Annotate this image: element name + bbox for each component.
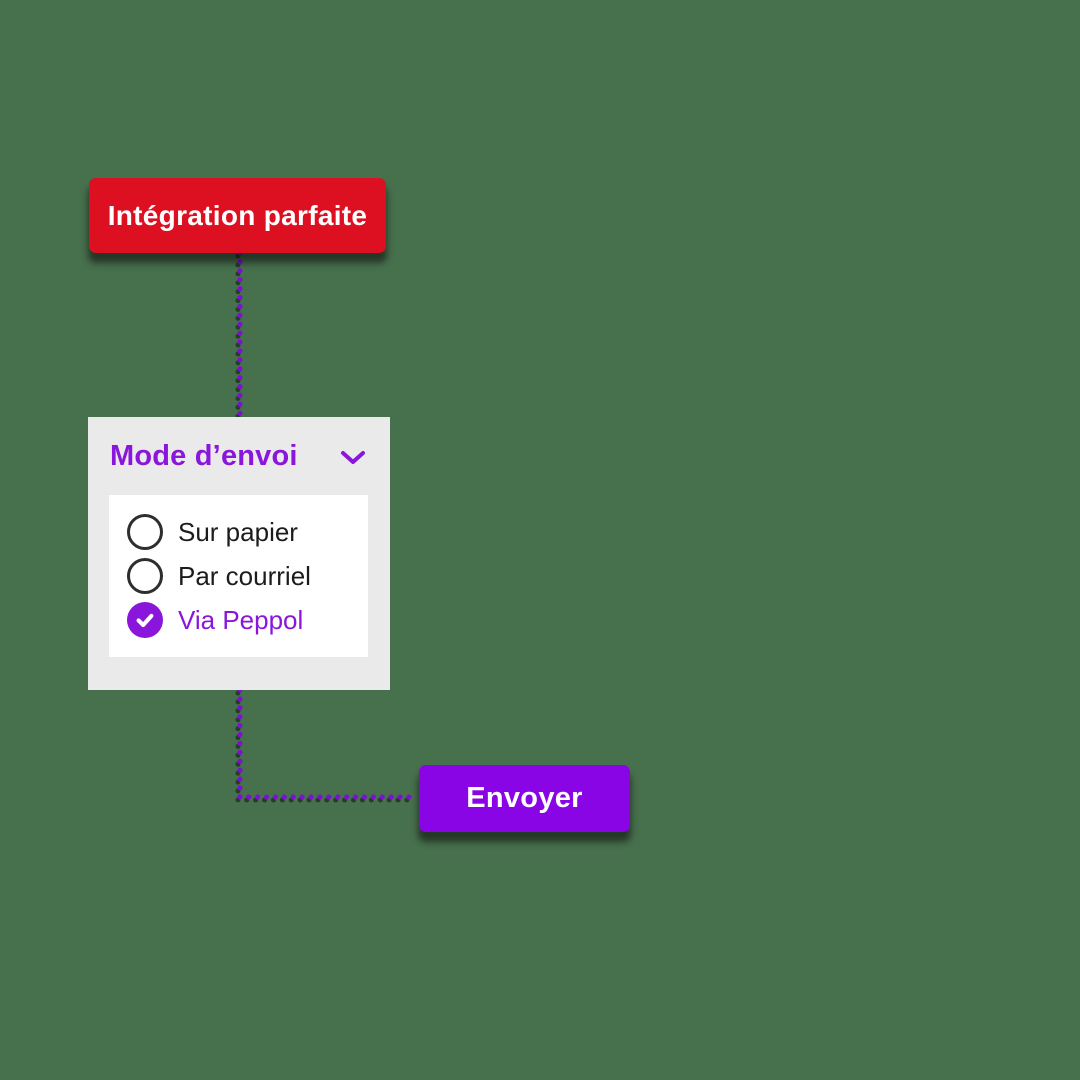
radio-option-via-peppol[interactable]: Via Peppol bbox=[127, 598, 368, 642]
option-label: Sur papier bbox=[178, 516, 298, 547]
radio-unchecked-icon[interactable] bbox=[127, 514, 163, 550]
mode-envoi-card: Mode d’envoi Sur papier Par courriel bbox=[88, 417, 390, 690]
radio-checked-icon[interactable] bbox=[127, 602, 163, 638]
option-label: Par courriel bbox=[178, 560, 311, 591]
dropdown-title: Mode d’envoi bbox=[110, 439, 298, 472]
radio-option-sur-papier[interactable]: Sur papier bbox=[127, 510, 368, 554]
envoyer-button-label: Envoyer bbox=[466, 782, 583, 814]
options-panel: Sur papier Par courriel Via Peppol bbox=[109, 495, 368, 657]
integration-button-label: Intégration parfaite bbox=[107, 199, 368, 231]
radio-option-par-courriel[interactable]: Par courriel bbox=[127, 554, 368, 598]
mode-envoi-dropdown-header[interactable]: Mode d’envoi bbox=[88, 417, 390, 495]
option-label: Via Peppol bbox=[178, 604, 304, 635]
integration-button[interactable]: Intégration parfaite bbox=[89, 178, 386, 253]
envoyer-button[interactable]: Envoyer bbox=[419, 765, 630, 832]
radio-unchecked-icon[interactable] bbox=[127, 558, 163, 594]
chevron-down-icon[interactable] bbox=[340, 450, 366, 465]
connector-bottom-elbow bbox=[237, 687, 417, 800]
check-icon bbox=[136, 613, 154, 628]
